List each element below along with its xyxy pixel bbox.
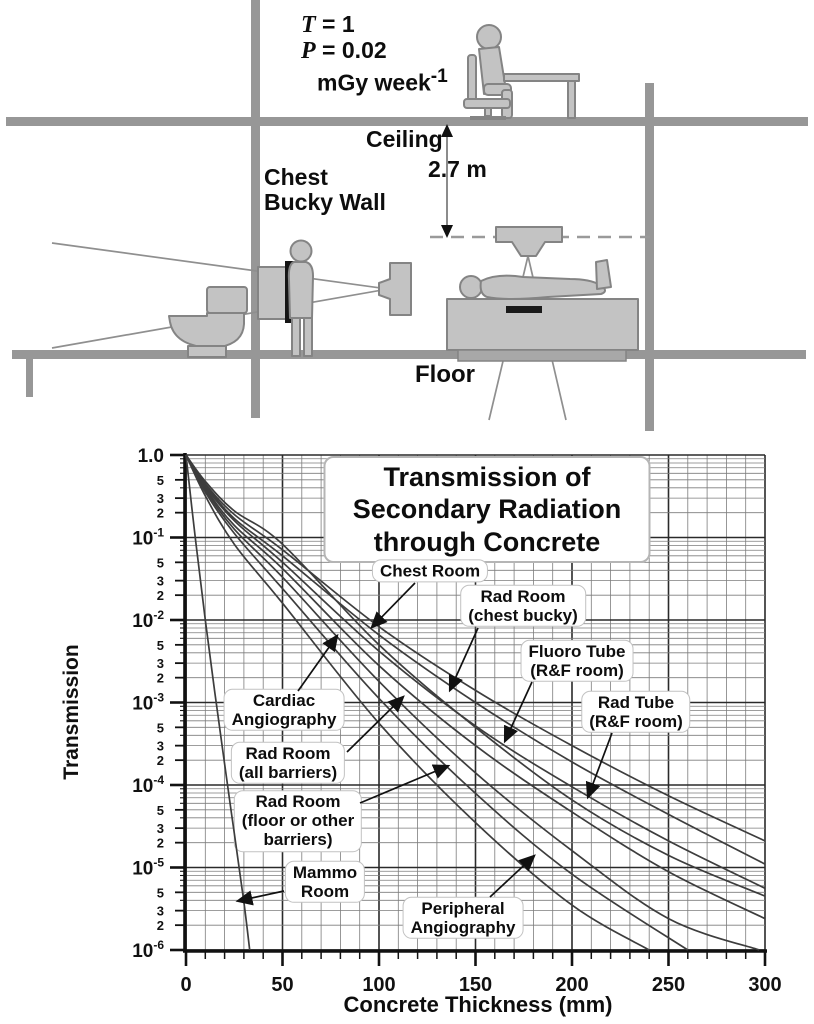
x-tick-label: 200 — [555, 974, 588, 996]
room-diagram — [6, 0, 808, 431]
curve-label-rad-room-all-barriers: Rad Room (all barriers) — [230, 741, 346, 785]
patient-on-table-figure — [459, 259, 612, 300]
dose-annotation: T = 1 P = 0.02 mGy week-1 — [301, 11, 448, 96]
y-tick-label: 10-1 — [132, 526, 164, 550]
ceiling-label: Ceiling — [366, 126, 443, 152]
y-minor-label: 5 — [157, 803, 164, 818]
y-minor-label: 2 — [157, 918, 164, 933]
desk — [503, 73, 580, 119]
xray-table — [446, 298, 639, 362]
toilet — [168, 286, 248, 358]
chest-xray-tube — [378, 262, 412, 316]
x-tick-label: 250 — [652, 974, 685, 996]
chest-bucky-wall-label: Chest Bucky Wall — [264, 164, 386, 215]
y-minor-label: 5 — [157, 638, 164, 653]
height-label: 2.7 m — [428, 156, 487, 182]
x-tick-label: 0 — [180, 974, 191, 996]
left-wall-stub — [26, 359, 33, 397]
arrow-down-icon — [441, 225, 453, 238]
y-minor-label: 3 — [157, 821, 164, 836]
y-minor-label: 2 — [157, 753, 164, 768]
y-minor-label: 5 — [157, 555, 164, 570]
y-minor-label: 3 — [157, 904, 164, 919]
y-minor-label: 2 — [157, 506, 164, 521]
y-tick-label: 10-4 — [132, 773, 164, 797]
curve-label-rad-room-floor-or-other-barriers: Rad Room (floor or other barriers) — [233, 790, 363, 852]
curve-label-rad-tube-r-f-room: Rad Tube (R&F room) — [581, 690, 691, 734]
y-minor-label: 3 — [157, 491, 164, 506]
overhead-xray-tube — [495, 226, 563, 257]
office-chair — [463, 54, 511, 120]
arrow-up-icon — [441, 124, 453, 137]
dose-var-p: P — [301, 38, 316, 64]
chest-beam-upper — [51, 242, 389, 290]
chart-title: Transmission of Secondary Radiation thro… — [323, 456, 651, 564]
y-minor-label: 5 — [157, 885, 164, 900]
y-minor-label: 5 — [157, 720, 164, 735]
y-tick-label: 10-2 — [132, 608, 164, 632]
x-tick-label: 50 — [271, 974, 293, 996]
y-minor-label: 2 — [157, 836, 164, 851]
dose-var-t: T — [301, 12, 316, 38]
y-minor-label: 2 — [157, 588, 164, 603]
ceiling-slab — [6, 117, 808, 126]
curve-label-cardiac-angiography: Cardiac Angiography — [223, 688, 345, 732]
standing-patient-figure — [287, 239, 314, 357]
office-worker-figure — [476, 24, 513, 119]
floor-slab — [12, 350, 806, 359]
left-wall — [251, 0, 260, 418]
y-minor-label: 3 — [157, 574, 164, 589]
x-tick-label: 100 — [362, 974, 395, 996]
y-tick-label: 1.0 — [138, 446, 164, 467]
curve-label-rad-room-chest-bucky: Rad Room (chest bucky) — [460, 584, 586, 628]
floor-label: Floor — [415, 361, 475, 388]
y-minor-label: 5 — [157, 473, 164, 488]
y-minor-label: 3 — [157, 656, 164, 671]
curve-label-chest-room: Chest Room — [371, 559, 489, 583]
right-wall — [645, 83, 654, 431]
y-tick-label: 10-6 — [132, 938, 164, 962]
y-minor-label: 2 — [157, 671, 164, 686]
y-axis-title: Transmission — [60, 644, 83, 780]
x-tick-label: 150 — [459, 974, 492, 996]
curve-label-fluoro-tube-r-f-room: Fluoro Tube (R&F room) — [520, 639, 634, 683]
curve-label-peripheral-angiography: Peripheral Angiography — [402, 896, 524, 940]
y-tick-label: 10-3 — [132, 691, 164, 715]
x-tick-label: 300 — [748, 974, 781, 996]
curve-label-mammo-room: Mammo Room — [284, 860, 366, 904]
y-tick-label: 10-5 — [132, 856, 164, 880]
x-axis-title: Concrete Thickness (mm) — [343, 992, 613, 1017]
y-minor-label: 3 — [157, 739, 164, 754]
